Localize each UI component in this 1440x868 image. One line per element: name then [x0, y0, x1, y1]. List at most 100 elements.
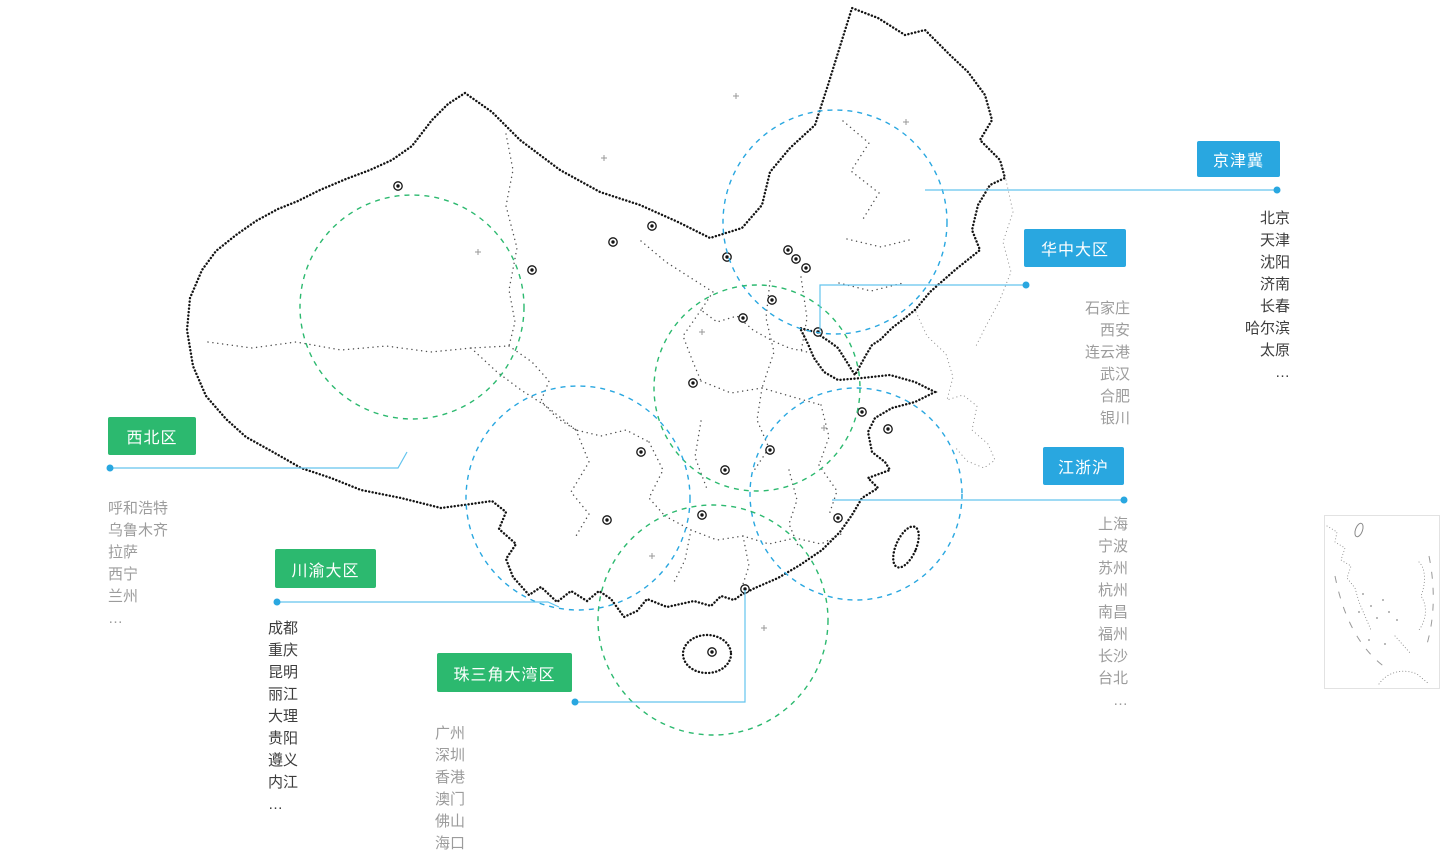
city-marker — [767, 295, 777, 305]
city-item: 贵阳 — [268, 730, 299, 747]
region-circle-chuanyu — [465, 385, 691, 611]
city-marker — [801, 263, 811, 273]
city-list-chuanyu: 成都重庆昆明丽江大理贵阳遵义内江 … — [268, 618, 408, 816]
inset-islands — [1358, 593, 1398, 645]
connector-huazhong — [819, 284, 1026, 331]
city-item: … — [1113, 692, 1128, 709]
city-item: 沈阳 — [1259, 254, 1290, 271]
hainan-island — [681, 633, 733, 675]
city-item: 合肥 — [1099, 388, 1130, 405]
city-marker — [636, 447, 646, 457]
city-item: 武汉 — [1099, 366, 1130, 383]
city-marker — [833, 513, 843, 523]
city-item: 拉萨 — [108, 544, 139, 561]
city-item: 上海 — [1097, 516, 1128, 533]
city-item: … — [108, 610, 123, 627]
taiwan-island — [892, 525, 920, 569]
region-label-xibei[interactable]: 西北区 — [108, 417, 196, 455]
city-list-xibei: 呼和浩特乌鲁木齐拉萨西宁兰州 … — [108, 498, 248, 630]
city-item: 苏州 — [1097, 560, 1128, 577]
city-marker — [791, 254, 801, 264]
province-borders — [207, 120, 914, 591]
city-item: 大理 — [268, 708, 299, 725]
region-label-jiangzhehu[interactable]: 江浙沪 — [1043, 447, 1124, 485]
region-circle-xibei — [299, 194, 525, 420]
connectors — [106, 186, 1281, 706]
city-item: 重庆 — [268, 642, 299, 659]
city-item: 连云港 — [1084, 344, 1130, 361]
region-circle-jiangzhehu — [749, 387, 963, 601]
city-item: 长春 — [1259, 298, 1290, 315]
city-item: 天津 — [1259, 232, 1290, 249]
region-circle-huazhong — [653, 284, 861, 492]
city-marker — [738, 313, 748, 323]
city-item: 太原 — [1259, 342, 1290, 359]
region-label-zhusanjiao[interactable]: 珠三角大湾区 — [437, 653, 572, 692]
city-item: 香港 — [435, 769, 466, 786]
city-marker — [783, 245, 793, 255]
connector-dot-huazhong — [1022, 281, 1030, 289]
city-item: 西安 — [1099, 322, 1130, 339]
city-marker — [857, 407, 867, 417]
city-item: … — [1275, 364, 1290, 381]
connector-dot-chuanyu — [273, 598, 281, 606]
city-item: 成都 — [268, 620, 299, 637]
region-circles — [299, 109, 963, 736]
city-list-huazhong: 石家庄西安连云港武汉合肥银川 — [990, 298, 1130, 430]
city-marker — [720, 465, 730, 475]
city-marker — [527, 265, 537, 275]
city-item: 内江 — [268, 774, 299, 791]
city-item: … — [435, 857, 450, 868]
city-marker — [707, 647, 717, 657]
city-list-jingjinji: 北京天津沈阳济南长春哈尔滨太原 … — [1150, 208, 1290, 384]
city-item: 福州 — [1097, 626, 1128, 643]
city-item: 兰州 — [108, 588, 139, 605]
city-item: 乌鲁木齐 — [108, 522, 169, 539]
city-item: 长沙 — [1097, 648, 1128, 665]
city-item: 宁波 — [1097, 538, 1128, 555]
region-circle-jingjinji — [722, 109, 948, 335]
city-item: 澳门 — [435, 791, 466, 808]
city-item: 石家庄 — [1084, 300, 1130, 317]
city-marker — [883, 424, 893, 434]
region-label-jingjinji[interactable]: 京津冀 — [1197, 141, 1280, 177]
region-label-huazhong[interactable]: 华中大区 — [1024, 229, 1126, 267]
city-list-zhusanjiao: 广州深圳香港澳门佛山海口 … — [435, 723, 575, 868]
city-item: 南昌 — [1097, 604, 1128, 621]
city-item: 遵义 — [268, 752, 299, 769]
city-marker — [393, 181, 403, 191]
city-item: 广州 — [435, 725, 466, 742]
city-item: 海口 — [435, 835, 466, 852]
city-item: 银川 — [1099, 410, 1130, 427]
city-list-jiangzhehu: 上海宁波苏州杭州南昌福州长沙台北 … — [988, 514, 1128, 712]
map-tick-marks — [475, 93, 909, 631]
city-item: 台北 — [1097, 670, 1128, 687]
region-label-chuanyu[interactable]: 川渝大区 — [275, 549, 376, 588]
city-marker — [608, 237, 618, 247]
city-marker — [647, 221, 657, 231]
connector-zhusanjiao — [575, 590, 746, 703]
connector-dot-jiangzhehu — [1120, 496, 1128, 504]
city-marker — [765, 445, 775, 455]
city-marker — [697, 510, 707, 520]
south-china-sea-inset-map — [1326, 522, 1434, 685]
city-item: 丽江 — [268, 686, 299, 703]
city-item: … — [268, 796, 283, 813]
city-item: 北京 — [1259, 210, 1290, 227]
city-item: 深圳 — [435, 747, 466, 764]
city-item: 西宁 — [108, 566, 139, 583]
city-item: 佛山 — [435, 813, 466, 830]
connector-chuanyu — [277, 601, 560, 608]
city-item: 济南 — [1259, 276, 1290, 293]
city-item: 杭州 — [1097, 582, 1128, 599]
connector-dot-zhusanjiao — [571, 698, 579, 706]
city-item: 呼和浩特 — [108, 500, 169, 517]
connector-dot-jingjinji — [1273, 186, 1281, 194]
south-china-sea-inset — [1324, 515, 1440, 689]
neighbour-coastlines — [915, 179, 1014, 469]
connector-dot-xibei — [106, 464, 114, 472]
city-marker — [602, 515, 612, 525]
city-item: 哈尔滨 — [1244, 320, 1290, 337]
city-item: 昆明 — [268, 664, 299, 681]
